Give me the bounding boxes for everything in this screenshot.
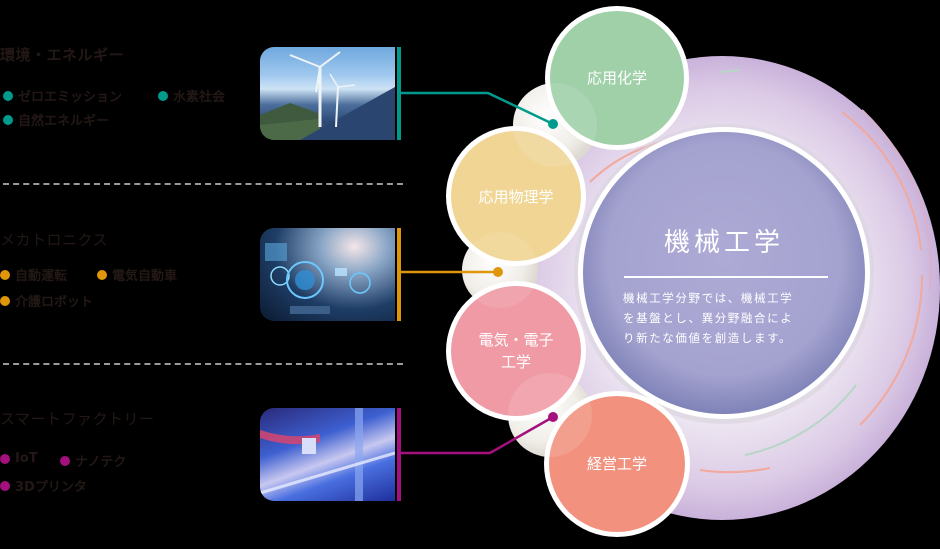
tag-label: 自然エネルギー [18,114,110,129]
tag-item: ゼロエミッション [3,86,122,105]
tag-label: ナノテク [75,455,127,470]
satellite-applied-physics [451,131,581,261]
field-title: スマートファクトリー [0,410,155,428]
divider [3,363,403,365]
dashboard-hud-icon [265,243,371,314]
main-circle [583,132,865,414]
autonomous-car-dashboard-photo [260,228,395,321]
description-line: り新たな価値を創造します。 [623,331,793,345]
tag-label: 電気自動車 [112,269,178,284]
bullet-dot-icon [0,269,10,280]
wind-turbine-icon [260,51,395,140]
tag-label: IoT [15,451,38,466]
tag-item: 3Dプリンタ [0,476,87,495]
satellite-applied-chemistry [550,11,684,145]
main-divider [624,276,828,278]
satellite-label: 応用化学 [586,69,647,87]
bullet-dot-icon [3,114,13,125]
tag-item: 水素社会 [158,86,225,105]
satellite-label: 経営工学 [586,455,647,473]
bullet-dot-icon [60,455,70,466]
main-description: 機械工学分野では、機械工学 を基盤とし、異分野融合によ り新たな価値を創造します… [623,288,833,348]
field-title: 環境・エネルギー [0,46,125,64]
satellite-management-engineering [549,396,685,532]
connector-dot-icon [548,412,558,422]
satellite-electrical-electronic [451,286,581,416]
tag-item: IoT [0,451,38,466]
description-line: を基盤とし、異分野融合によ [623,311,794,325]
field-title: メカトロニクス [0,231,109,249]
tag-label: ゼロエミッション [18,90,123,105]
divider [3,183,403,185]
connector-bar [397,228,401,321]
main-title: 機械工学 [663,228,784,258]
bullet-dot-icon [3,90,13,101]
connector-dot-icon [548,119,558,129]
tag-item: 自然エネルギー [3,110,109,129]
tag-item: ナノテク [60,451,126,470]
satellite-label: 工学 [500,353,531,371]
tag-label: 自動運転 [15,269,68,284]
bullet-dot-icon [97,269,107,280]
bullet-dot-icon [0,295,10,306]
3d-printer-photo [260,408,395,501]
connector-line-smart-factory [400,415,554,455]
connector-bar [397,47,401,140]
satellite-label: 応用物理学 [478,188,554,206]
bullet-dot-icon [158,90,168,101]
printer-nozzle-icon [260,408,395,501]
connector-bar [397,408,401,501]
tag-item: 介護ロボット [0,291,93,310]
tag-item: 電気自動車 [97,265,177,284]
description-line: 機械工学分野では、機械工学 [623,291,794,305]
connector-line-environment [400,91,554,126]
bullet-dot-icon [0,453,10,464]
tag-label: 3Dプリンタ [15,480,87,495]
bullet-dot-icon [0,480,10,491]
wind-solar-photo [260,47,395,140]
tag-label: 水素社会 [173,90,226,105]
satellite-label: 電気・電子 [478,331,554,349]
connector-dot-icon [493,267,503,277]
tag-label: 介護ロボット [15,295,94,310]
tag-item: 自動運転 [0,265,67,284]
